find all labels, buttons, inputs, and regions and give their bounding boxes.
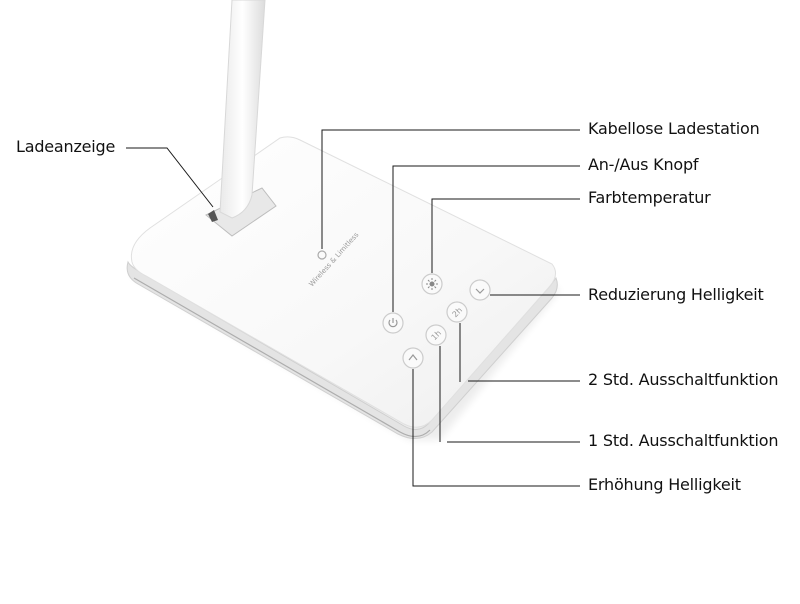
callout-reduzierung-helligkeit: Reduzierung Helligkeit (588, 285, 764, 304)
callout-ladeanzeige: Ladeanzeige (16, 137, 116, 156)
chevron-down-icon (475, 288, 485, 294)
sun-icon (426, 278, 438, 290)
leader-lines (126, 129, 580, 487)
brightness-down-button[interactable] (469, 279, 491, 301)
callout-kabellose-ladestation: Kabellose Ladestation (588, 119, 760, 138)
callout-ausschalt-1std: 1 Std. Ausschaltfunktion (588, 431, 779, 450)
lamp-arm (219, 0, 266, 219)
callout-an-aus-knopf: An-/Aus Knopf (588, 155, 699, 174)
leader-farbtemperatur (431, 198, 580, 273)
leader-ladeanzeige (126, 147, 214, 208)
lamp-base (130, 136, 556, 428)
chevron-up-icon (408, 354, 418, 361)
brightness-up-button[interactable] (402, 347, 424, 369)
color-temperature-button[interactable] (421, 273, 443, 295)
power-icon (388, 319, 398, 328)
callout-ausschalt-2std: 2 Std. Ausschaltfunktion (588, 370, 779, 389)
callout-erhoehung-helligkeit: Erhöhung Helligkeit (588, 475, 741, 494)
leader-kabellose-ladestation (321, 129, 580, 249)
callout-farbtemperatur: Farbtemperatur (588, 188, 711, 207)
power-button[interactable] (382, 312, 404, 334)
leader-erhoehung-helligkeit (412, 369, 580, 487)
timer-1h-button[interactable]: 1h (425, 324, 447, 346)
leader-an-aus-knopf (392, 165, 580, 312)
timer-2h-button[interactable]: 2h (446, 301, 468, 323)
charging-indicator-button[interactable] (317, 250, 327, 260)
